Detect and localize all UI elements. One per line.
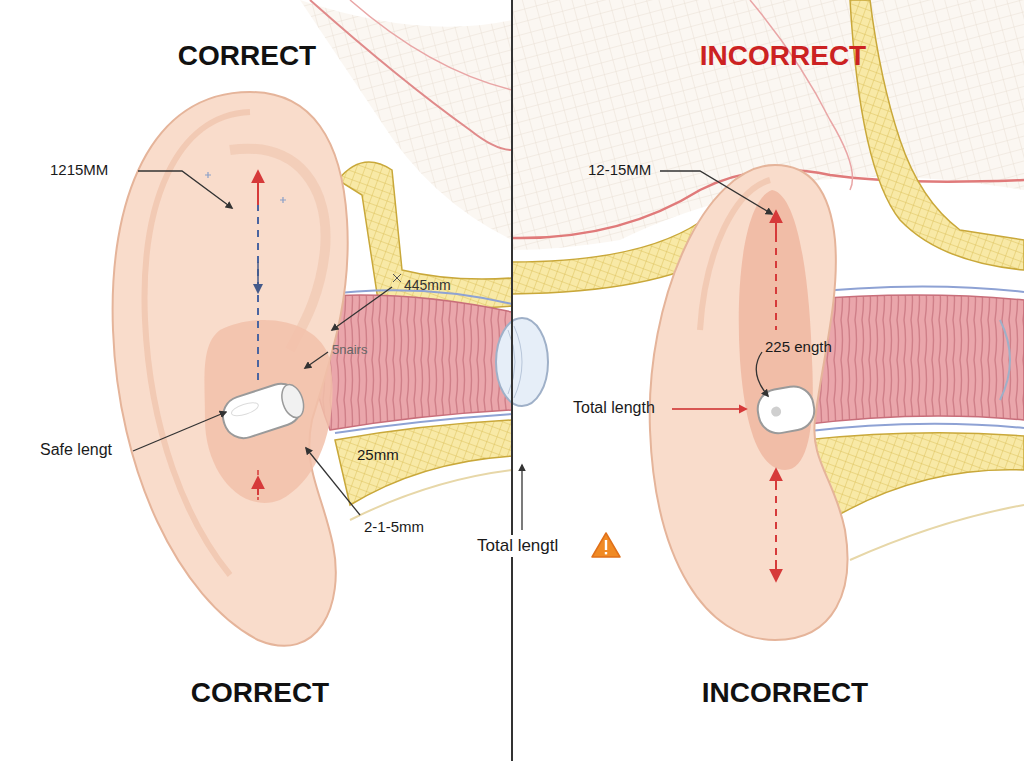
warning-icon <box>592 533 620 557</box>
bone-band <box>338 162 512 308</box>
dimension-label: Safe lengt <box>40 441 112 459</box>
leader-lines <box>133 171 772 530</box>
panel-heading: CORRECT <box>191 677 329 709</box>
bone-band <box>850 0 1024 270</box>
dimension-label: Total length <box>573 399 655 417</box>
eardrum-lines <box>508 326 522 398</box>
panel-divider <box>511 0 513 761</box>
dimension-label: 12-15MM <box>588 161 651 178</box>
part-label: 5nairs <box>332 343 367 358</box>
eardrum <box>496 318 548 406</box>
dimension-label: 1215MM <box>50 161 108 178</box>
dimension-line <box>775 470 777 568</box>
eardrum <box>1000 320 1010 400</box>
panel-heading: INCORRECT <box>702 677 868 709</box>
dimension-label: 2-1-5mm <box>364 518 424 535</box>
dimension-label: 225 ength <box>765 338 832 355</box>
dimension-label: 25mm <box>357 446 399 463</box>
left-ear <box>113 92 348 646</box>
dimension-label: 445mm <box>404 277 451 293</box>
tissue-line <box>350 470 512 520</box>
dimension-label: Total lengtl <box>474 535 561 557</box>
ear-canal <box>800 295 1024 425</box>
bone-band <box>335 420 512 505</box>
panel-heading: INCORRECT <box>700 40 866 72</box>
skin-line <box>350 0 512 90</box>
panel-heading: CORRECT <box>178 40 316 72</box>
right-ear <box>650 165 848 640</box>
dimension-line <box>257 178 259 385</box>
skin-line <box>310 0 512 150</box>
earbud <box>218 378 309 443</box>
